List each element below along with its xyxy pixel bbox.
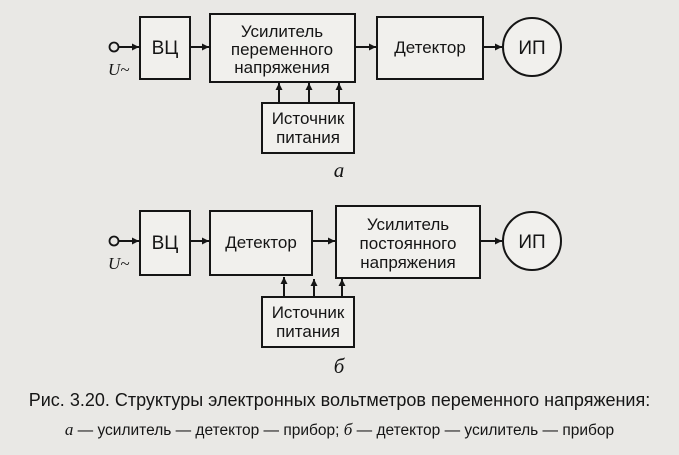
meter-block-a: ИП xyxy=(502,17,562,77)
detector-block-b: Детектор xyxy=(209,210,313,276)
figure-caption-title: Рис. 3.20. Структуры электронных вольтме… xyxy=(28,390,651,410)
power-supply-block-a: Источник питания xyxy=(261,102,355,154)
power-supply-line1-b: Источник xyxy=(272,303,345,322)
meter-label-b: ИП xyxy=(518,232,545,253)
vc-block-a: ВЦ xyxy=(139,16,191,80)
input-terminal-b xyxy=(108,235,120,247)
dc-amplifier-block-b: Усилитель постоянного напряжения xyxy=(335,205,481,279)
dc-amplifier-line1: Усилитель xyxy=(367,215,449,234)
detector-label-b: Детектор xyxy=(225,233,297,252)
diagram-b: U~ ВЦ Детектор Усилитель постоянного нап… xyxy=(108,205,562,378)
detector-label-a: Детектор xyxy=(394,38,466,57)
caption-letter-b: б xyxy=(343,420,353,439)
caption-text-b: — детектор — усилитель — прибор xyxy=(352,422,615,439)
detector-block-a: Детектор xyxy=(376,16,484,80)
power-supply-line2-b: питания xyxy=(276,322,340,341)
input-voltage-label-b: U~ xyxy=(108,254,129,273)
ac-amplifier-line2: переменного xyxy=(231,40,333,59)
caption-letter-a: а xyxy=(64,420,74,439)
input-terminal-a xyxy=(108,41,120,53)
ac-amplifier-line3: напряжения xyxy=(234,58,329,77)
vc-label-b: ВЦ xyxy=(152,233,179,254)
meter-label-a: ИП xyxy=(518,38,545,59)
ac-amplifier-line1: Усилитель xyxy=(241,22,323,41)
meter-block-b: ИП xyxy=(502,211,562,271)
dc-amplifier-line2: постоянного xyxy=(360,234,457,253)
input-voltage-label-a: U~ xyxy=(108,60,129,79)
power-supply-block-b: Источник питания xyxy=(261,296,355,348)
ac-amplifier-block-a: Усилитель переменного напряжения xyxy=(209,13,356,83)
sublabel-b: б xyxy=(334,354,346,378)
diagram-a: U~ ВЦ Усилитель переменного напряжения Д… xyxy=(108,13,562,182)
dc-amplifier-line3: напряжения xyxy=(360,253,455,272)
figure-caption-legend: а — усилитель — детектор — прибор; б — д… xyxy=(0,420,679,440)
power-supply-line2-a: питания xyxy=(276,128,340,147)
vc-block-b: ВЦ xyxy=(139,210,191,276)
power-supply-line1-a: Источник xyxy=(272,109,345,128)
caption-text-a: — усилитель — детектор — прибор; xyxy=(73,422,344,439)
sublabel-a: а xyxy=(334,158,345,182)
block-diagram: U~ ВЦ Усилитель переменного напряжения Д… xyxy=(108,13,562,378)
vc-label-a: ВЦ xyxy=(152,38,179,59)
